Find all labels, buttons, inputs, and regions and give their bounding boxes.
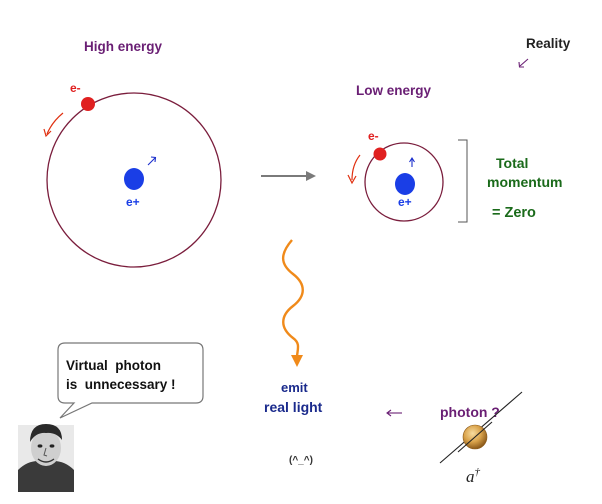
equals-zero-label: = Zero: [492, 205, 536, 221]
person-portrait-icon: [18, 424, 74, 492]
positron-label-low: e+: [398, 195, 412, 209]
electron-motion-arrow-high: [46, 112, 64, 135]
electron-high: [81, 97, 95, 111]
positron-high: [124, 168, 144, 190]
positron-low: [395, 173, 415, 195]
high-energy-orbit: [46, 92, 222, 268]
speech-bubble: [57, 342, 204, 419]
creation-operator: a†: [466, 466, 481, 486]
spin-arrow-high: [147, 157, 156, 166]
low-energy-label: Low energy: [356, 83, 432, 98]
reality-label: Reality: [526, 36, 571, 51]
reality-arrow: [519, 58, 529, 67]
photon-question-label: photon ?: [440, 404, 500, 420]
momentum-bracket: [458, 139, 468, 223]
high-energy-label: High energy: [84, 39, 163, 54]
speech-line-1: Virtual photon: [66, 358, 161, 373]
arrowhead-high: [43, 128, 52, 138]
momentum-label: momentum: [487, 174, 562, 190]
speech-line-2: is unnecessary !: [66, 377, 176, 392]
positron-label-high: e+: [126, 195, 140, 209]
photon-wave-arrowhead: [291, 355, 303, 367]
electron-label-high: e-: [70, 81, 81, 95]
total-label: Total: [496, 155, 528, 171]
photon-wave: [281, 239, 304, 357]
arrowhead-low: [347, 174, 357, 185]
electron-motion-arrow-low: [351, 154, 361, 181]
electron-label-low: e-: [368, 129, 379, 143]
real-light-label: real light: [264, 399, 323, 415]
low-energy-orbit: [364, 142, 444, 222]
emit-label: emit: [281, 380, 308, 395]
smiley-text: (^_^): [289, 455, 313, 466]
electron-low: [373, 147, 387, 161]
speech-bubble-text: Virtual photon is unnecessary !: [66, 356, 206, 394]
